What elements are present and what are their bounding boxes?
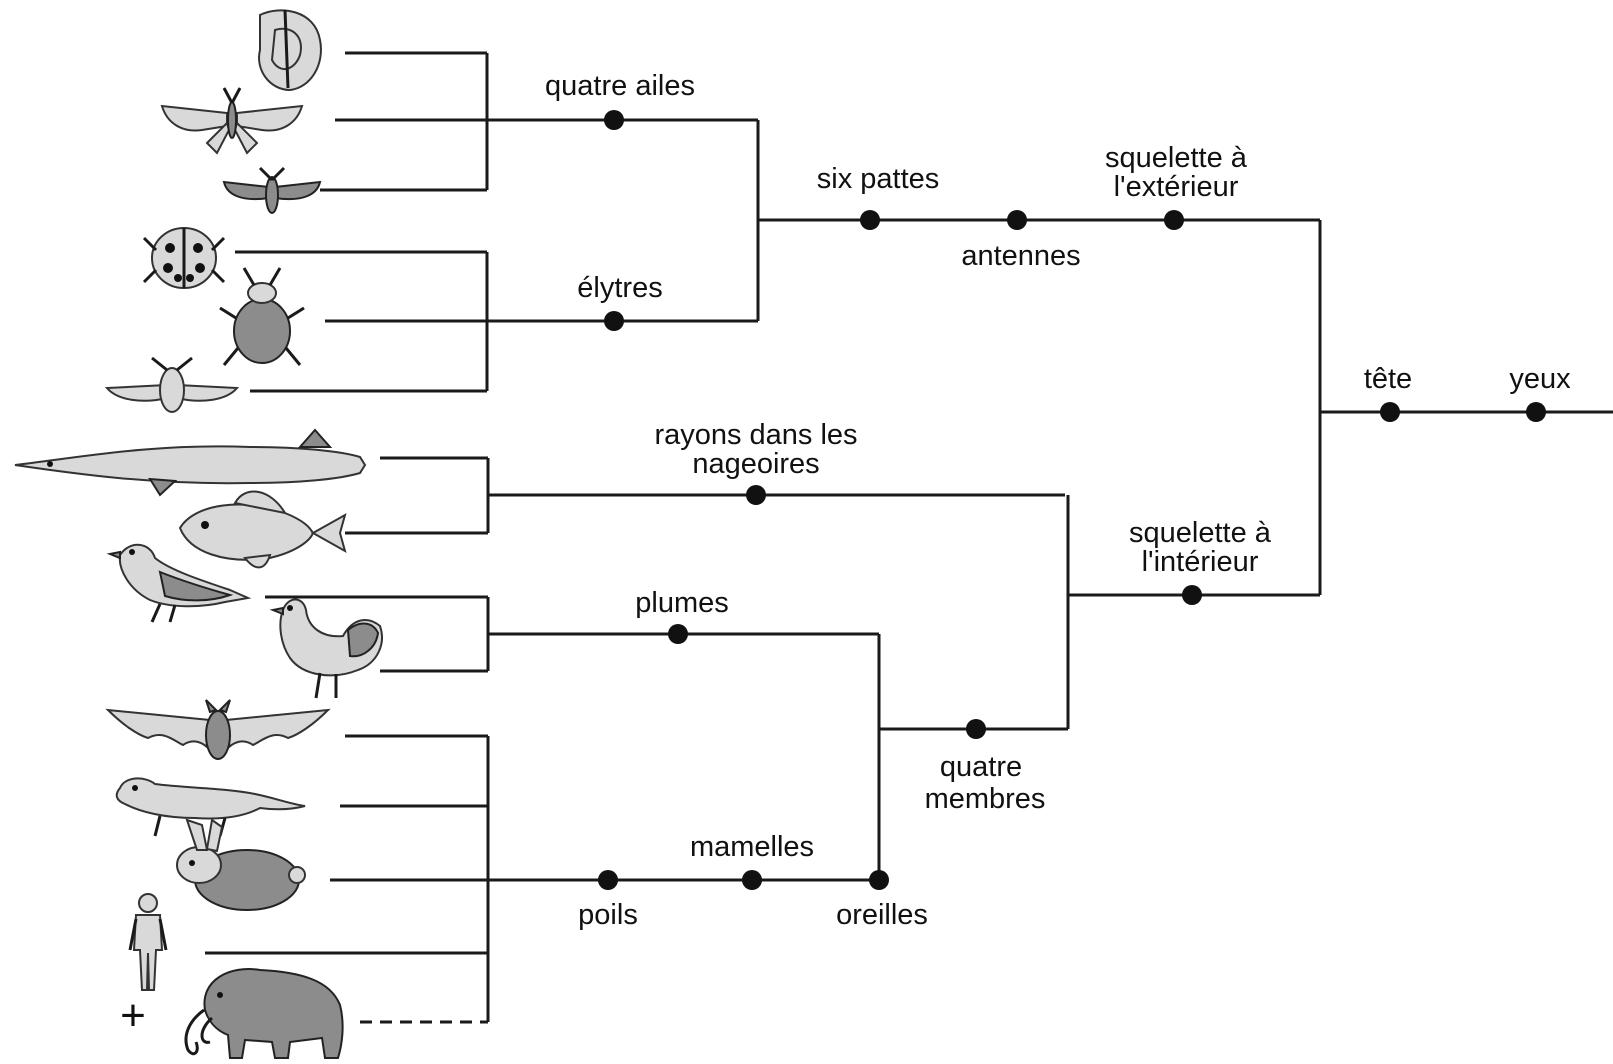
node-quatre-ailes xyxy=(604,110,624,130)
character-labels: quatre ailes élytres six pattes antennes… xyxy=(545,70,1571,931)
cockchafer-icon xyxy=(104,356,240,413)
node-plumes xyxy=(668,624,688,644)
label-quatre-membres-line1: quatre xyxy=(940,751,1022,783)
node-six-pattes xyxy=(860,210,880,230)
hen-icon xyxy=(269,598,383,699)
node-rayons-nageoires xyxy=(746,485,766,505)
human-icon xyxy=(128,893,168,991)
extinct-mark: + xyxy=(120,991,146,1040)
pike-fish-icon xyxy=(14,428,367,497)
flatfish-icon xyxy=(178,490,347,569)
animal-illustrations: + xyxy=(14,9,383,1059)
label-rayons-line2: nageoires xyxy=(692,448,819,480)
label-plumes: plumes xyxy=(635,587,729,619)
label-tete: tête xyxy=(1364,363,1412,395)
label-squelette-exterieur-line1: squelette à xyxy=(1105,142,1248,174)
node-squelette-interieur xyxy=(1182,585,1202,605)
node-yeux xyxy=(1526,402,1546,422)
label-rayons-line1: rayons dans les xyxy=(654,419,857,451)
bat-icon xyxy=(105,699,331,760)
node-quatre-membres xyxy=(966,719,986,739)
butterfly-icon xyxy=(258,9,322,92)
label-oreilles: oreilles xyxy=(836,899,928,931)
tree-branches xyxy=(205,51,1613,1024)
ladybug-icon xyxy=(142,227,226,289)
label-six-pattes: six pattes xyxy=(817,163,940,195)
pigeon-icon xyxy=(106,543,252,623)
character-nodes xyxy=(598,110,1546,890)
node-antennes xyxy=(1007,210,1027,230)
moth-icon xyxy=(222,166,322,214)
label-squelette-interieur-line1: squelette à xyxy=(1129,517,1272,549)
label-squelette-exterieur-line2: l'extérieur xyxy=(1114,171,1239,203)
node-elytres xyxy=(604,311,624,331)
label-antennes: antennes xyxy=(961,240,1080,272)
swallowtail-butterfly-icon xyxy=(160,87,304,155)
rabbit-icon xyxy=(176,818,306,911)
label-squelette-interieur-line2: l'intérieur xyxy=(1142,546,1259,578)
node-mamelles xyxy=(742,870,762,890)
label-quatre-membres-line2: membres xyxy=(925,783,1046,815)
label-yeux: yeux xyxy=(1509,363,1571,395)
label-elytres: élytres xyxy=(577,272,662,304)
mammoth-icon xyxy=(184,968,344,1059)
beetle-icon xyxy=(219,267,305,366)
label-quatre-ailes: quatre ailes xyxy=(545,70,695,102)
node-tete xyxy=(1380,402,1400,422)
label-poils: poils xyxy=(578,899,638,931)
node-oreilles xyxy=(869,870,889,890)
label-mamelles: mamelles xyxy=(690,831,814,863)
node-squelette-exterieur xyxy=(1164,210,1184,230)
node-poils xyxy=(598,870,618,890)
